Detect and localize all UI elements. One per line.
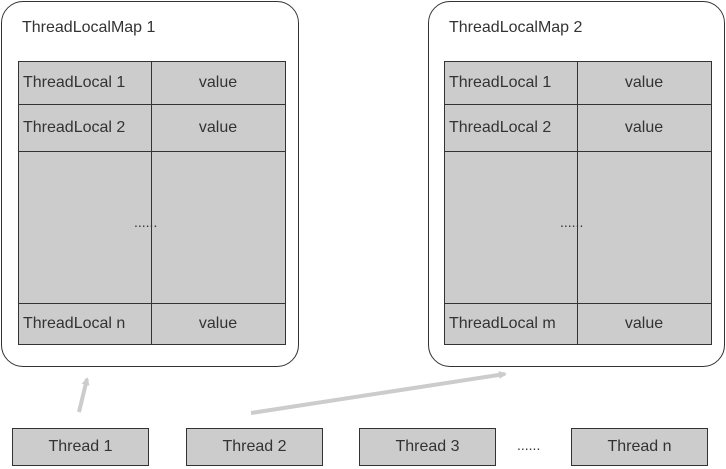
entry-value: value <box>624 74 664 91</box>
entry-value: value <box>198 315 238 332</box>
map-entry-row: ThreadLocal 2 value <box>19 105 285 152</box>
map-entry-row: ThreadLocal 1 value <box>19 62 285 105</box>
map-entry-row: ThreadLocal 1 value <box>445 62 711 105</box>
thread-box: Thread 3 <box>359 428 496 466</box>
thread-box: Thread n <box>571 428 708 466</box>
map-title: ThreadLocalMap 1 <box>22 19 156 36</box>
threads-ellipsis: ...... <box>517 437 541 453</box>
entry-key: ThreadLocal 1 <box>23 74 126 91</box>
ellipsis: ...... <box>134 214 158 230</box>
entry-key: ThreadLocal m <box>449 315 556 332</box>
map-ellipsis-row <box>445 152 711 304</box>
threadlocalmap-2: ThreadLocalMap 2 ThreadLocal 1 value Thr… <box>428 1 725 367</box>
map-title: ThreadLocalMap 2 <box>449 19 583 36</box>
entry-key: ThreadLocal 1 <box>449 74 552 91</box>
entry-key: ThreadLocal 2 <box>23 119 126 136</box>
thread-box: Thread 1 <box>12 428 149 466</box>
map-table: ThreadLocal 1 value ThreadLocal 2 value … <box>18 61 286 345</box>
column-divider <box>577 62 578 344</box>
thread2-to-map2-arrow <box>250 370 507 415</box>
threadlocalmap-1: ThreadLocalMap 1 ThreadLocal 1 value Thr… <box>1 1 299 367</box>
column-divider <box>151 62 152 344</box>
map-ellipsis-row <box>19 152 285 304</box>
entry-value: value <box>624 315 664 332</box>
ellipsis: ...... <box>560 214 584 230</box>
map-entry-row: ThreadLocal m value <box>445 304 711 344</box>
map-table: ThreadLocal 1 value ThreadLocal 2 value … <box>444 61 712 345</box>
entry-value: value <box>624 119 664 136</box>
entry-key: ThreadLocal 2 <box>449 119 552 136</box>
entry-key: ThreadLocal n <box>23 315 126 332</box>
thread-box: Thread 2 <box>186 428 323 466</box>
map-entry-row: ThreadLocal 2 value <box>445 105 711 152</box>
entry-value: value <box>198 119 238 136</box>
entry-value: value <box>198 74 238 91</box>
thread1-to-map1-arrow <box>77 377 90 413</box>
map-entry-row: ThreadLocal n value <box>19 304 285 344</box>
